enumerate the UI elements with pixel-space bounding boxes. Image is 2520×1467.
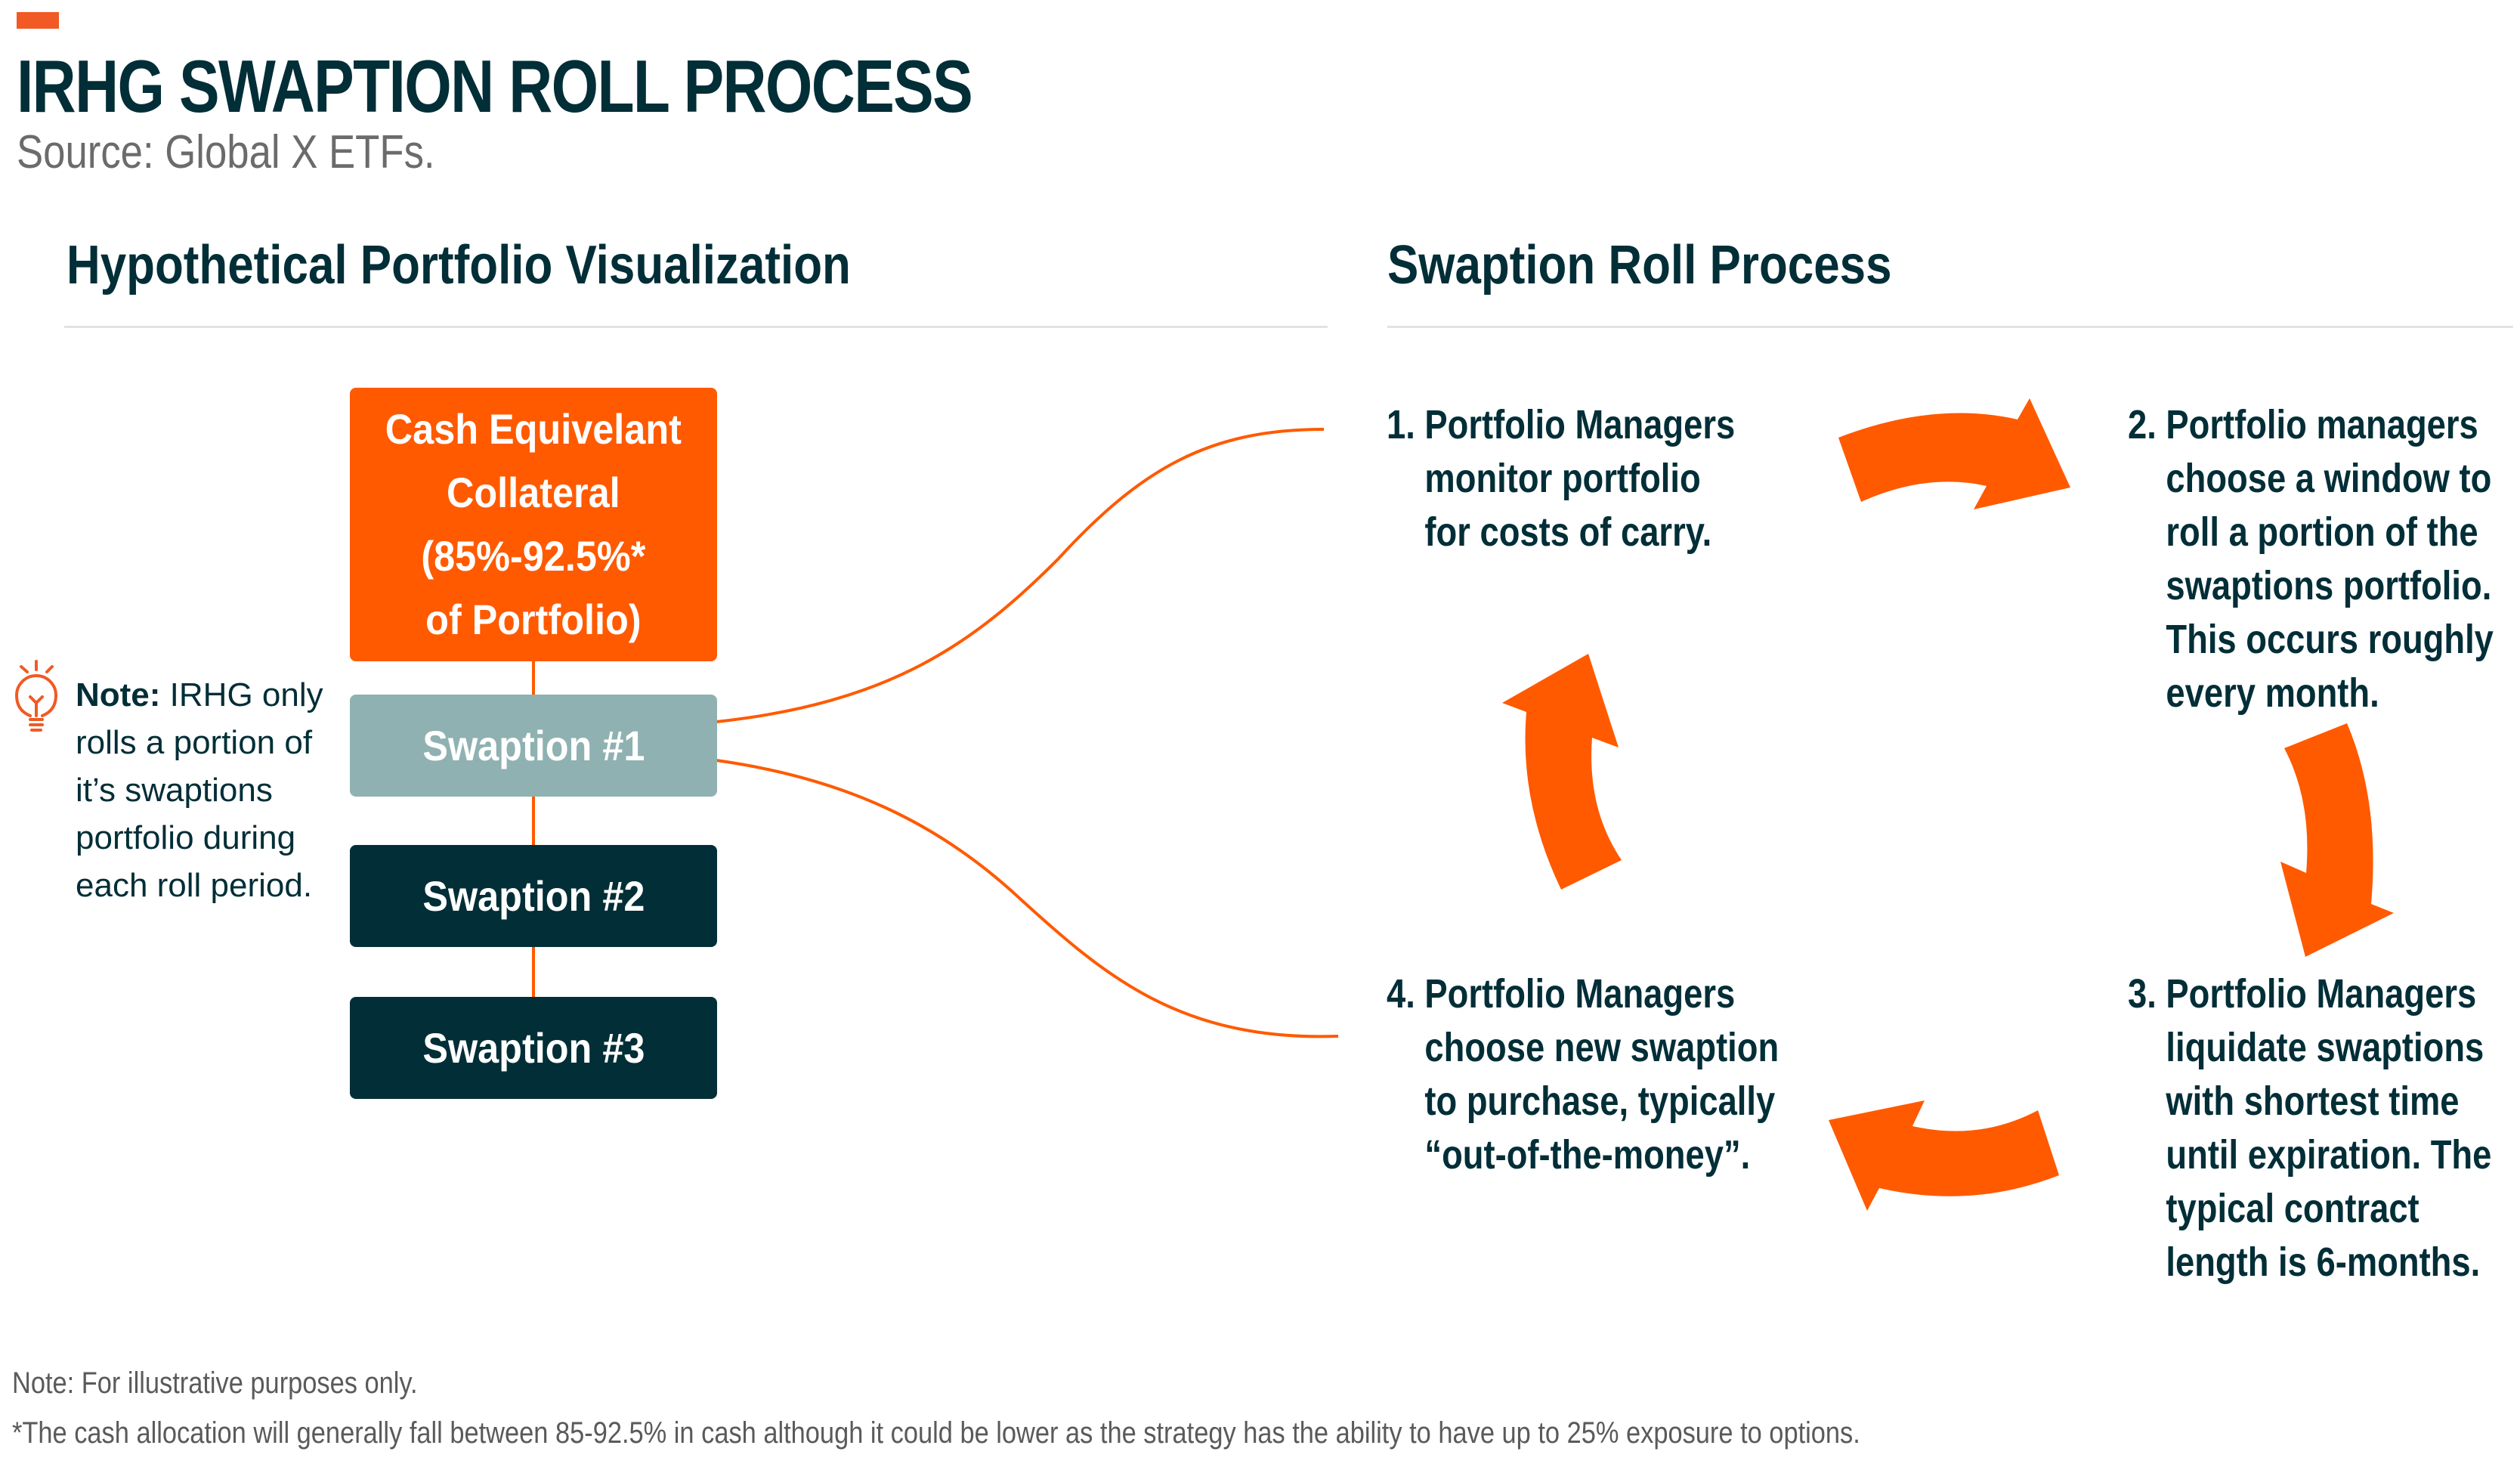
step-line: length is 6-months. [2166, 1240, 2481, 1285]
step-line: This occurs roughly [2166, 617, 2494, 662]
arrow-step2-to-step3-icon [2280, 723, 2394, 957]
step-line: for costs of carry. [1424, 509, 1712, 555]
step-line: choose a window to [2166, 456, 2492, 501]
cash-allocation-footnote: *The cash allocation will generally fall… [12, 1416, 1860, 1450]
arrow-step4-to-step1-icon [1502, 654, 1622, 890]
step-line: Portfolio Managers [2166, 971, 2477, 1017]
step-number: 2. [2128, 402, 2157, 447]
swaption-3-box: Swaption #3 [350, 997, 717, 1099]
swaption-1-box: Swaption #1 [350, 695, 717, 797]
step-line: typical contract [2166, 1186, 2420, 1231]
step-line: “out-of-the-money”. [1424, 1132, 1751, 1178]
cash-box-line: of Portfolio) [425, 596, 642, 643]
swaption-2-box: Swaption #2 [350, 845, 717, 947]
step-number: 4. [1387, 971, 1415, 1017]
arrow-step3-to-step4-icon [1829, 1100, 2059, 1211]
arrow-step1-to-step2-icon [1838, 398, 2070, 509]
cash-collateral-box: Cash Equivelant Collateral (85%-92.5%* o… [350, 388, 717, 661]
step-line: swaptions portfolio. [2166, 563, 2492, 608]
connector-to-step4 [716, 759, 1339, 1038]
step-3: 3.Portfolio Managers liquidate swaptions… [2128, 967, 2491, 1289]
swaption-2-label: Swaption #2 [422, 872, 645, 920]
step-number: 3. [2128, 971, 2157, 1017]
step-line: with shortest time [2166, 1079, 2460, 1124]
source-text: Source: Global X ETFs. [17, 126, 435, 178]
accent-bar [17, 12, 59, 29]
step-line: Portfolio managers [2166, 402, 2478, 447]
illustrative-note: Note: For illustrative purposes only. [12, 1366, 418, 1400]
cash-box-line: Cash Equivelant [385, 405, 682, 453]
right-section-title: Swaption Roll Process [1387, 235, 1892, 296]
step-line: roll a portion of the [2166, 509, 2478, 555]
step-line: to purchase, typically [1424, 1079, 1776, 1124]
left-section-title: Hypothetical Portfolio Visualization [66, 235, 851, 296]
step-line: until expiration. The [2166, 1132, 2492, 1178]
cash-box-line: Collateral [447, 469, 620, 516]
step-line: Portfolio Managers [1424, 402, 1736, 447]
connector-to-step1 [716, 428, 1325, 723]
step-line: choose new swaption [1424, 1025, 1779, 1070]
step-4: 4.Portfolio Managers choose new swaption… [1387, 967, 1779, 1182]
step-line: monitor portfolio [1424, 456, 1701, 501]
step-2: 2.Portfolio managers choose a window to … [2128, 398, 2494, 720]
roll-note: Note: IRHG only rolls a portion of it’s … [76, 671, 332, 909]
swaption-3-label: Swaption #3 [422, 1024, 645, 1072]
step-number: 1. [1387, 402, 1415, 447]
step-line: Portfolio Managers [1424, 971, 1736, 1017]
step-line: every month. [2166, 670, 2379, 716]
lightbulb-icon [14, 660, 58, 732]
swaption-1-label: Swaption #1 [422, 722, 645, 769]
page-title: IRHG SWAPTION ROLL PROCESS [17, 45, 973, 128]
cash-box-line: (85%-92.5%* [421, 532, 646, 580]
step-line: liquidate swaptions [2166, 1025, 2484, 1070]
step-1: 1.Portfolio Managers monitor portfolio f… [1387, 398, 1735, 559]
note-label: Note: [76, 676, 161, 713]
left-divider [64, 326, 1328, 328]
right-divider [1387, 326, 2513, 328]
note-text: IRHG only rolls a portion of it’s swapti… [76, 676, 323, 904]
